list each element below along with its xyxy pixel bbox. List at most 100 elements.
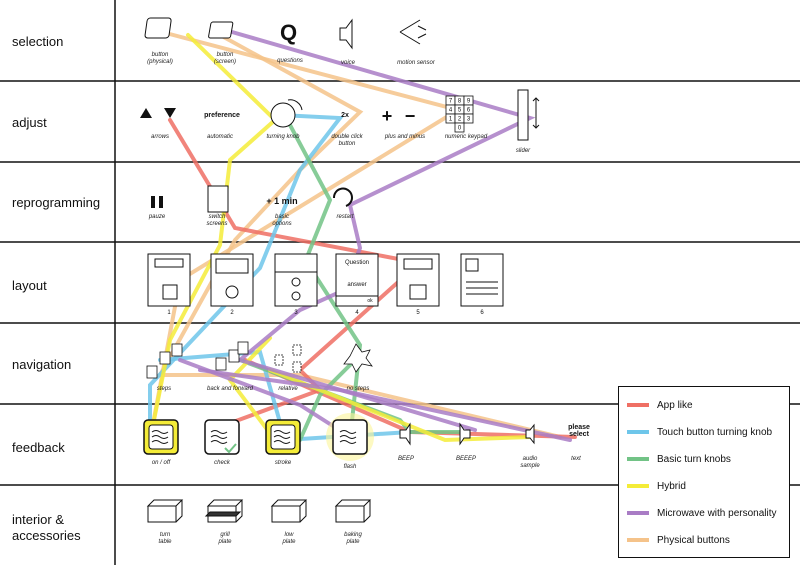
- slider-arrow-icon: [532, 97, 540, 129]
- label-check: check: [214, 460, 230, 466]
- label-layout-5: 5: [416, 310, 420, 316]
- label-beep: BEEP: [397, 456, 414, 462]
- label-layout-1: 1: [167, 310, 171, 316]
- steps-icon: [146, 365, 158, 379]
- label-low-plate: low plate: [282, 532, 296, 545]
- label-switch-screens: switch screens: [206, 214, 228, 227]
- layout-icons: [147, 253, 504, 307]
- label-flash: flash: [343, 464, 357, 470]
- path-physical-buttons-2: [156, 33, 562, 439]
- layout-4-icon: [335, 253, 379, 307]
- label-layout-4: 4: [355, 310, 359, 316]
- please-select-text: please select: [568, 424, 590, 438]
- layout-answer-text: answer: [347, 282, 367, 288]
- navigation-icons: [146, 341, 373, 379]
- keypad-key-label: 0: [458, 126, 462, 132]
- label-pauze: pauze: [148, 214, 166, 220]
- label-plus-minus: plus and minus: [384, 134, 426, 140]
- label-arrows: arrows: [150, 134, 169, 140]
- path-basic-knobs-2: [298, 353, 362, 442]
- questions-icon: Q: [280, 20, 297, 45]
- row-label-adjust: adjust: [12, 115, 47, 130]
- low-plate-icon: [270, 499, 308, 523]
- minus-symbol: −: [404, 106, 416, 126]
- baking-plate-icon: [334, 499, 372, 523]
- keypad-key-label: 9: [467, 99, 471, 105]
- path-personality-2: [198, 368, 572, 442]
- label-on-off: on / off: [151, 460, 171, 466]
- label-voice: voice: [340, 60, 355, 66]
- legend-label: Physical buttons: [657, 534, 730, 546]
- legend-swatch: [627, 538, 649, 542]
- path-touch-knob: [148, 113, 344, 442]
- selection-icons: [144, 17, 427, 50]
- label-questions: questions: [277, 58, 303, 64]
- legend-swatch: [627, 484, 649, 488]
- motion-sensor-icon: [399, 19, 427, 45]
- label-numeric-keypad: numeric keypad: [444, 134, 488, 140]
- legend-label: Basic turn knobs: [657, 453, 731, 465]
- label-grill-plate: grill plate: [218, 532, 232, 545]
- beeep-icon: [459, 422, 471, 446]
- beep-icon: [399, 422, 411, 446]
- legend-label: Hybrid: [657, 480, 686, 492]
- relative-icon: [274, 354, 284, 366]
- pause-icon-bar2: [159, 196, 163, 208]
- keypad-key-label: 6: [467, 108, 471, 114]
- legend: App like Touch button turning knob Basic…: [618, 386, 790, 558]
- label-no-steps: no steps: [346, 386, 370, 392]
- grill-plate-icon: [206, 499, 244, 523]
- arrow-down-icon: [164, 108, 176, 118]
- audio-sample-icon: [525, 423, 535, 445]
- restart-icon: [332, 187, 353, 207]
- row-label-selection: selection: [12, 34, 64, 49]
- legend-label: Microwave with personality: [657, 507, 777, 519]
- label-basic-options: basic options: [272, 214, 292, 227]
- legend-item-hybrid: Hybrid: [627, 478, 686, 494]
- back-forward-icon: [215, 357, 227, 371]
- legend-label: App like: [657, 399, 693, 411]
- label-steps: steps: [156, 386, 172, 392]
- row-label-interior: interior & accessories: [12, 512, 81, 543]
- label-stroke: stroke: [274, 460, 292, 466]
- keypad-key-label: 4: [449, 108, 453, 114]
- legend-item-app-like: App like: [627, 397, 693, 413]
- legend-item-personality: Microwave with personality: [627, 505, 777, 521]
- keypad-key-label: 8: [458, 99, 462, 105]
- turning-knob-icon: [270, 102, 296, 128]
- connections: [148, 30, 577, 443]
- label-baking-plate: baking plate: [344, 532, 362, 545]
- label-back-forward: back and forward: [206, 386, 254, 392]
- label-beeep: BEEEP: [455, 456, 476, 462]
- voice-icon: [339, 18, 353, 50]
- row-label-layout: layout: [12, 278, 47, 293]
- knob-arrow-icon: [287, 99, 303, 111]
- legend-item-basic-knobs: Basic turn knobs: [627, 451, 731, 467]
- keypad-key-label: 5: [458, 108, 462, 114]
- legend-swatch: [627, 511, 649, 515]
- legend-swatch: [627, 457, 649, 461]
- legend-swatch: [627, 403, 649, 407]
- label-slider: slider: [515, 148, 531, 154]
- keypad-key-label: 7: [449, 99, 453, 105]
- layout-ok-text: ok: [367, 298, 373, 304]
- plus-symbol: +: [381, 106, 393, 126]
- legend-label: Touch button turning knob: [657, 426, 773, 438]
- label-audio-sample: audio sample: [520, 456, 540, 469]
- turn-table-icon: [146, 499, 184, 523]
- layout-question-text: Question: [344, 260, 369, 266]
- check-icon: [204, 419, 240, 455]
- label-layout-6: 6: [480, 310, 484, 316]
- keypad-key-label: 2: [458, 117, 462, 123]
- two-x-text: 2x: [341, 112, 349, 119]
- pause-icon-bar1: [151, 196, 155, 208]
- keypad-key: [454, 122, 465, 133]
- keypad-key-label: 3: [467, 117, 471, 123]
- label-layout-3: 3: [294, 310, 298, 316]
- interior-icons: [146, 499, 372, 523]
- label-turn-table: turn table: [158, 532, 172, 545]
- label-double-click: double click button: [331, 134, 363, 147]
